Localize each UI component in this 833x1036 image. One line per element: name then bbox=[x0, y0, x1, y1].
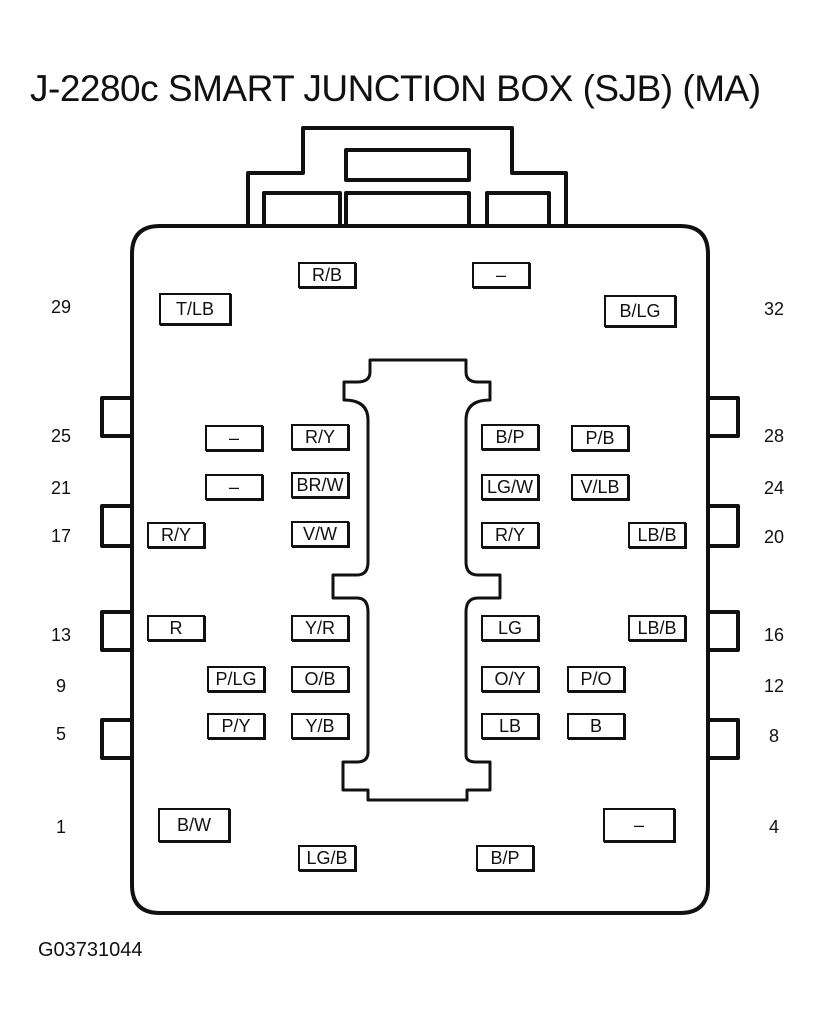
pin-number-29: 29 bbox=[50, 297, 72, 317]
wire-label-pin-32: B/LG bbox=[604, 295, 676, 327]
wire-label-top-left: R/B bbox=[298, 262, 356, 288]
pin-number-16: 16 bbox=[763, 625, 785, 645]
pin-number-5: 5 bbox=[55, 724, 66, 744]
wire-label-row25-a: – bbox=[205, 425, 263, 451]
wire-label-row9-a: P/LG bbox=[207, 666, 265, 692]
wire-label-bottom-right: B/P bbox=[476, 845, 534, 871]
wire-label-row5-c: LB bbox=[481, 713, 539, 739]
wire-label-row13-d: LB/B bbox=[628, 615, 686, 641]
pin-number-32: 32 bbox=[763, 299, 785, 319]
pin-number-28: 28 bbox=[763, 426, 785, 446]
pin-number-25: 25 bbox=[50, 426, 72, 446]
wire-label-row17-d: LB/B bbox=[628, 522, 686, 548]
wire-label-row17-b: V/W bbox=[291, 521, 349, 547]
wire-label-row25-b: R/Y bbox=[291, 424, 349, 450]
pin-number-21: 21 bbox=[50, 478, 72, 498]
wire-label-pin-29: T/LB bbox=[159, 293, 231, 325]
wire-label-row21-b: BR/W bbox=[291, 472, 349, 498]
pin-number-1: 1 bbox=[55, 817, 66, 837]
wire-label-row5-b: Y/B bbox=[291, 713, 349, 739]
wire-label-row17-c: R/Y bbox=[481, 522, 539, 548]
wire-label-row9-b: O/B bbox=[291, 666, 349, 692]
wire-label-row25-d: P/B bbox=[571, 425, 629, 451]
wire-label-row9-c: O/Y bbox=[481, 666, 539, 692]
wire-label-row13-b: Y/R bbox=[291, 615, 349, 641]
wire-label-row13-c: LG bbox=[481, 615, 539, 641]
pin-number-20: 20 bbox=[763, 527, 785, 547]
wire-label-row21-d: V/LB bbox=[571, 474, 629, 500]
pin-number-4: 4 bbox=[768, 817, 779, 837]
wire-label-row9-d: P/O bbox=[567, 666, 625, 692]
pin-number-13: 13 bbox=[50, 625, 72, 645]
pin-number-24: 24 bbox=[763, 478, 785, 498]
diagram-title: J-2280c SMART JUNCTION BOX (SJB) (MA) bbox=[30, 68, 761, 109]
wire-label-bottom-left: LG/B bbox=[298, 845, 356, 871]
wire-label-row5-d: B bbox=[567, 713, 625, 739]
wire-label-row5-a: P/Y bbox=[207, 713, 265, 739]
wire-label-row25-c: B/P bbox=[481, 424, 539, 450]
pin-number-17: 17 bbox=[50, 526, 72, 546]
wire-label-row21-a: – bbox=[205, 474, 263, 500]
figure-code: G03731044 bbox=[38, 939, 143, 961]
pin-number-9: 9 bbox=[55, 676, 66, 696]
pin-number-12: 12 bbox=[763, 676, 785, 696]
wire-label-pin-1: B/W bbox=[158, 808, 230, 842]
wire-label-pin-4: – bbox=[603, 808, 675, 842]
pin-number-8: 8 bbox=[768, 726, 779, 746]
wire-label-row13-a: R bbox=[147, 615, 205, 641]
wire-label-top-right: – bbox=[472, 262, 530, 288]
wire-label-row21-c: LG/W bbox=[481, 474, 539, 500]
wire-label-row17-a: R/Y bbox=[147, 522, 205, 548]
